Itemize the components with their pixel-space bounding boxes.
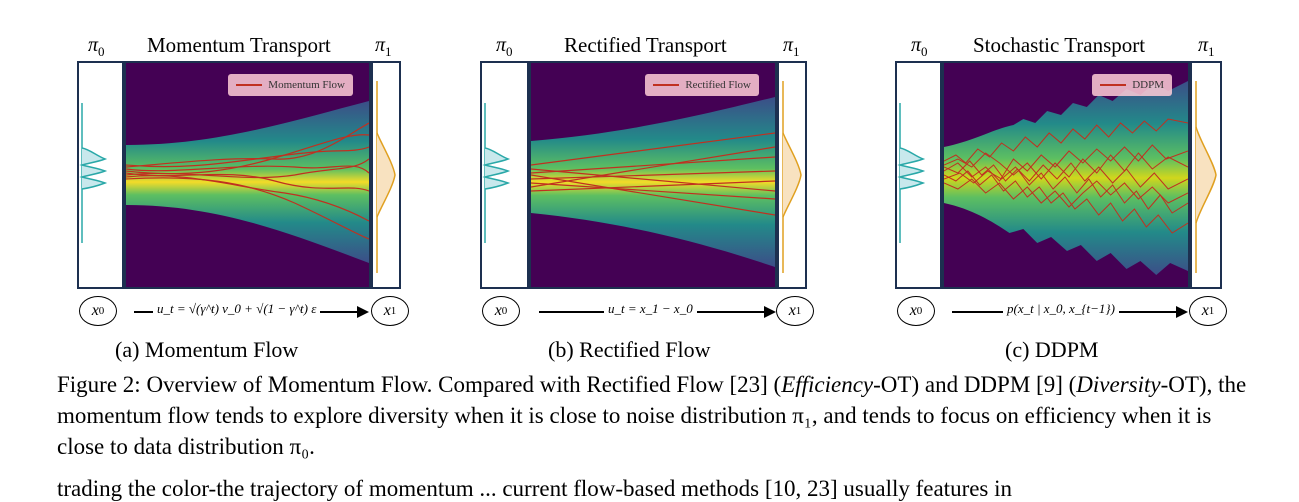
panel-rectified: π0 Rectified Transport π1: [478, 0, 898, 365]
left-density-box: [895, 61, 942, 289]
left-density-box: [480, 61, 529, 289]
panel-momentum: π0 Momentum Transport π1: [75, 0, 495, 365]
left-density-curve: [79, 103, 108, 243]
trajectories: [944, 118, 1188, 234]
right-density-curve: [1195, 81, 1217, 273]
right-density-curve: [782, 81, 802, 273]
heatmap: Rectified Flow: [529, 61, 777, 289]
right-density-box: [777, 61, 807, 289]
left-density-curve: [482, 103, 511, 243]
trajectories: [531, 132, 775, 216]
panel-title: Momentum Transport: [147, 33, 331, 57]
figure-caption: Figure 2: Overview of Momentum Flow. Com…: [57, 372, 1247, 459]
right-density-box: [1190, 61, 1222, 289]
body-text-partial: trading the color-the trajectory of mome…: [57, 476, 1013, 501]
subfigure-caption: (c) DDPM: [1005, 337, 1099, 362]
pi0-label: π0: [496, 34, 513, 59]
panel-title: Rectified Transport: [564, 33, 727, 57]
legend: Rectified Flow: [645, 74, 759, 96]
pi0-label: π0: [911, 34, 928, 59]
legend: DDPM: [1092, 74, 1172, 96]
trajectories: [126, 122, 369, 240]
pi1-label: π1: [1198, 34, 1215, 59]
right-density-curve: [376, 81, 396, 273]
panel-title: Stochastic Transport: [973, 33, 1146, 57]
heatmap: Momentum Flow: [124, 61, 371, 289]
right-density-box: [371, 61, 401, 289]
left-density-curve: [897, 103, 926, 243]
formula: p(x_t | x_0, x_{t−1}): [1003, 301, 1119, 317]
panel-ddpm: π0 Stochastic Transport π1: [893, 0, 1299, 365]
heatmap: DDPM: [942, 61, 1190, 289]
pi0-label: π0: [88, 34, 105, 59]
pi1-label: π1: [375, 34, 392, 59]
legend-line: [653, 84, 680, 86]
legend: Momentum Flow: [228, 74, 353, 96]
left-density-box: [77, 61, 124, 289]
legend-line: [1100, 84, 1127, 86]
subfigure-caption: (b) Rectified Flow: [548, 337, 711, 362]
formula: u_t = √(γ^t) v_0 + √(1 − γ^t) ε: [153, 301, 321, 317]
formula: u_t = x_1 − x_0: [604, 301, 697, 317]
subfigure-caption: (a) Momentum Flow: [115, 337, 299, 362]
legend-line: [236, 84, 263, 86]
pi1-label: π1: [783, 34, 800, 59]
